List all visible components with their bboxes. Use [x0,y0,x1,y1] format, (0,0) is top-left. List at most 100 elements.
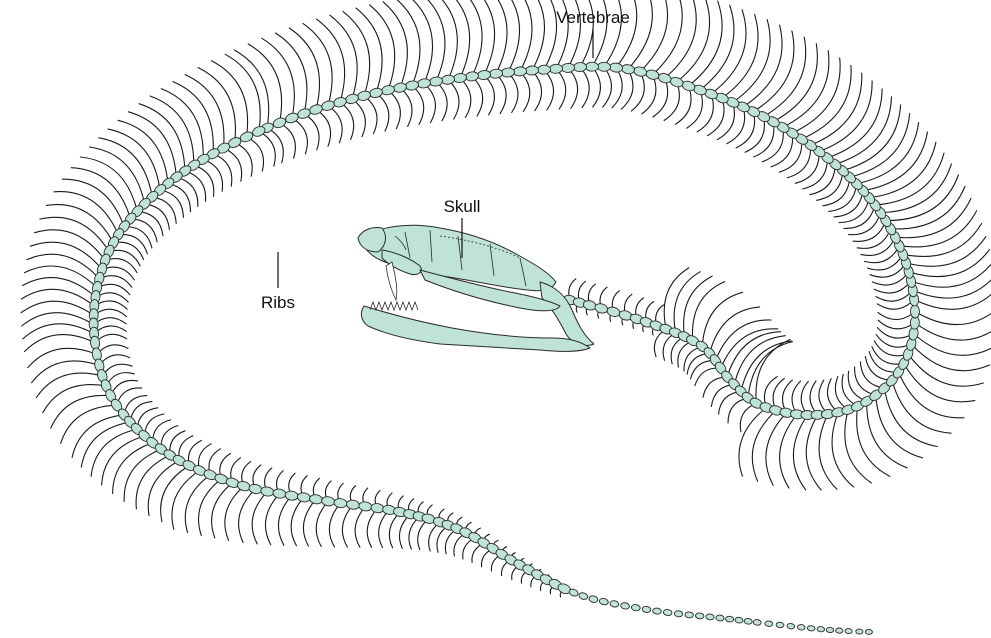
rib [544,70,554,110]
rib [884,388,937,446]
rib [773,44,817,122]
vertebra [845,628,852,633]
vertebra [465,71,479,82]
rib [867,401,907,468]
mandible-teeth [370,302,418,310]
rib [108,129,160,190]
quadrate [540,282,594,346]
rib [460,78,471,118]
vertebra [620,602,630,610]
rib [736,112,754,148]
vertebra [753,619,761,625]
rib [834,191,863,217]
vertebra [578,592,589,601]
vertebra [836,628,843,634]
rib [51,395,111,428]
rib [23,324,94,339]
rib [801,381,808,415]
vertebra [90,336,101,350]
rib [844,205,875,228]
rib [855,367,876,395]
rib [496,74,506,114]
rib [857,229,890,249]
vertebra [633,66,648,78]
rib [865,357,892,381]
rib [526,0,545,71]
rib [849,213,881,235]
rib [869,352,898,373]
rib [532,71,542,111]
vertebra [297,492,311,503]
rib [131,219,158,242]
vertebra [776,622,784,628]
rib [278,496,291,546]
rib [803,158,828,189]
vertebra [272,116,287,129]
rib [508,73,518,113]
rib [99,138,152,197]
vertebra [284,490,298,501]
rib [810,381,818,415]
rib [396,0,420,86]
vertebra [706,614,715,621]
rib [412,86,424,125]
vertebra [609,600,619,608]
vertebra [765,621,773,627]
rib [752,410,776,481]
rib [872,272,908,285]
rib [448,0,470,78]
rib [860,362,884,388]
rib [316,110,331,147]
rib [484,75,494,115]
vertebra [642,606,651,613]
rib [631,72,644,112]
vertebra [393,82,408,93]
vertebra [716,615,725,622]
rib [853,221,886,242]
rib [913,276,991,298]
rib [291,497,304,545]
rib [748,342,793,398]
vertebra [674,610,683,617]
rib [779,139,801,172]
rib [886,175,959,221]
rib [304,114,319,150]
vertebra [477,70,491,80]
rib [389,512,400,548]
vertebra [695,613,704,620]
vertebra [787,623,795,629]
rib [423,0,445,82]
rib [400,88,412,127]
vertebra [910,305,919,318]
rib [194,165,214,196]
skull-label: Skull [444,197,481,216]
vertebra [735,617,744,624]
vertebrae-label: Vertebrae [556,8,630,27]
rib [881,164,952,213]
rib [118,120,168,183]
rib [692,282,724,341]
rib [811,73,862,145]
rib [520,71,530,111]
vertebra [537,65,551,75]
vertebra [606,306,621,318]
rib [259,131,275,166]
rib [717,102,734,139]
rib [665,0,697,78]
rib [436,82,447,121]
rib [899,211,976,247]
rib [792,381,801,414]
rib [234,50,268,128]
rib [424,83,435,122]
rib [410,0,433,83]
rib [448,80,459,119]
rib [832,412,854,487]
rib [827,89,882,158]
rib [771,133,793,167]
rib [23,278,96,297]
vertebra [489,69,503,79]
rib [136,455,170,509]
vertebra [561,63,575,73]
rib [878,312,915,320]
vertebra [597,62,610,71]
